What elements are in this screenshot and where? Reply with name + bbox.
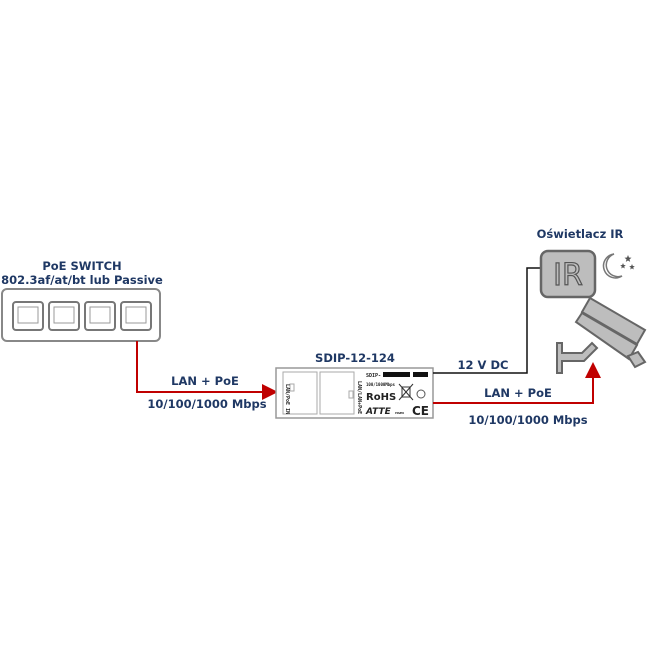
switch-port [120,301,152,331]
switch-subtitle: 802.3af/at/bt lub Passive [1,273,163,287]
power-label: 12 V DC [458,358,509,372]
brand-sub: POWER [395,411,404,415]
link-in-label: LAN + PoE [171,374,239,388]
power-line [433,267,541,374]
model-prefix: SDIP- [366,373,381,379]
switch-port [12,301,44,331]
poe-output-line [433,362,601,404]
night-moon-icon [602,253,635,279]
sdip-device: LAN/PoE IN LAN/LAN+PoE SDIP- 100/1000Mbp… [275,367,434,419]
port-out-label: LAN/LAN+PoE [356,381,362,414]
link-out-label: LAN + PoE [484,386,552,400]
rohs-mark: RoHS [366,392,396,403]
device-speed: 100/1000Mbps [366,382,395,387]
ir-badge: IR [553,258,583,293]
device-name: SDIP-12-124 [315,351,395,365]
switch-title: PoE SWITCH [42,259,121,273]
poe-switch [1,288,161,342]
switch-port [48,301,80,331]
brand-logo: ATTE [365,407,392,417]
cctv-camera-icon [556,296,647,374]
ce-mark: CE [412,404,429,418]
ir-illuminator: IR [539,249,597,299]
port-in-label: LAN/PoE IN [284,384,290,414]
ground-icon [416,389,426,399]
poe-input-line [136,341,278,400]
weee-bin-icon [398,383,414,401]
illuminator-title: Oświetlacz IR [537,227,624,241]
link-out-speed: 10/100/1000 Mbps [468,413,587,427]
switch-port [84,301,116,331]
link-in-speed: 10/100/1000 Mbps [147,397,266,411]
